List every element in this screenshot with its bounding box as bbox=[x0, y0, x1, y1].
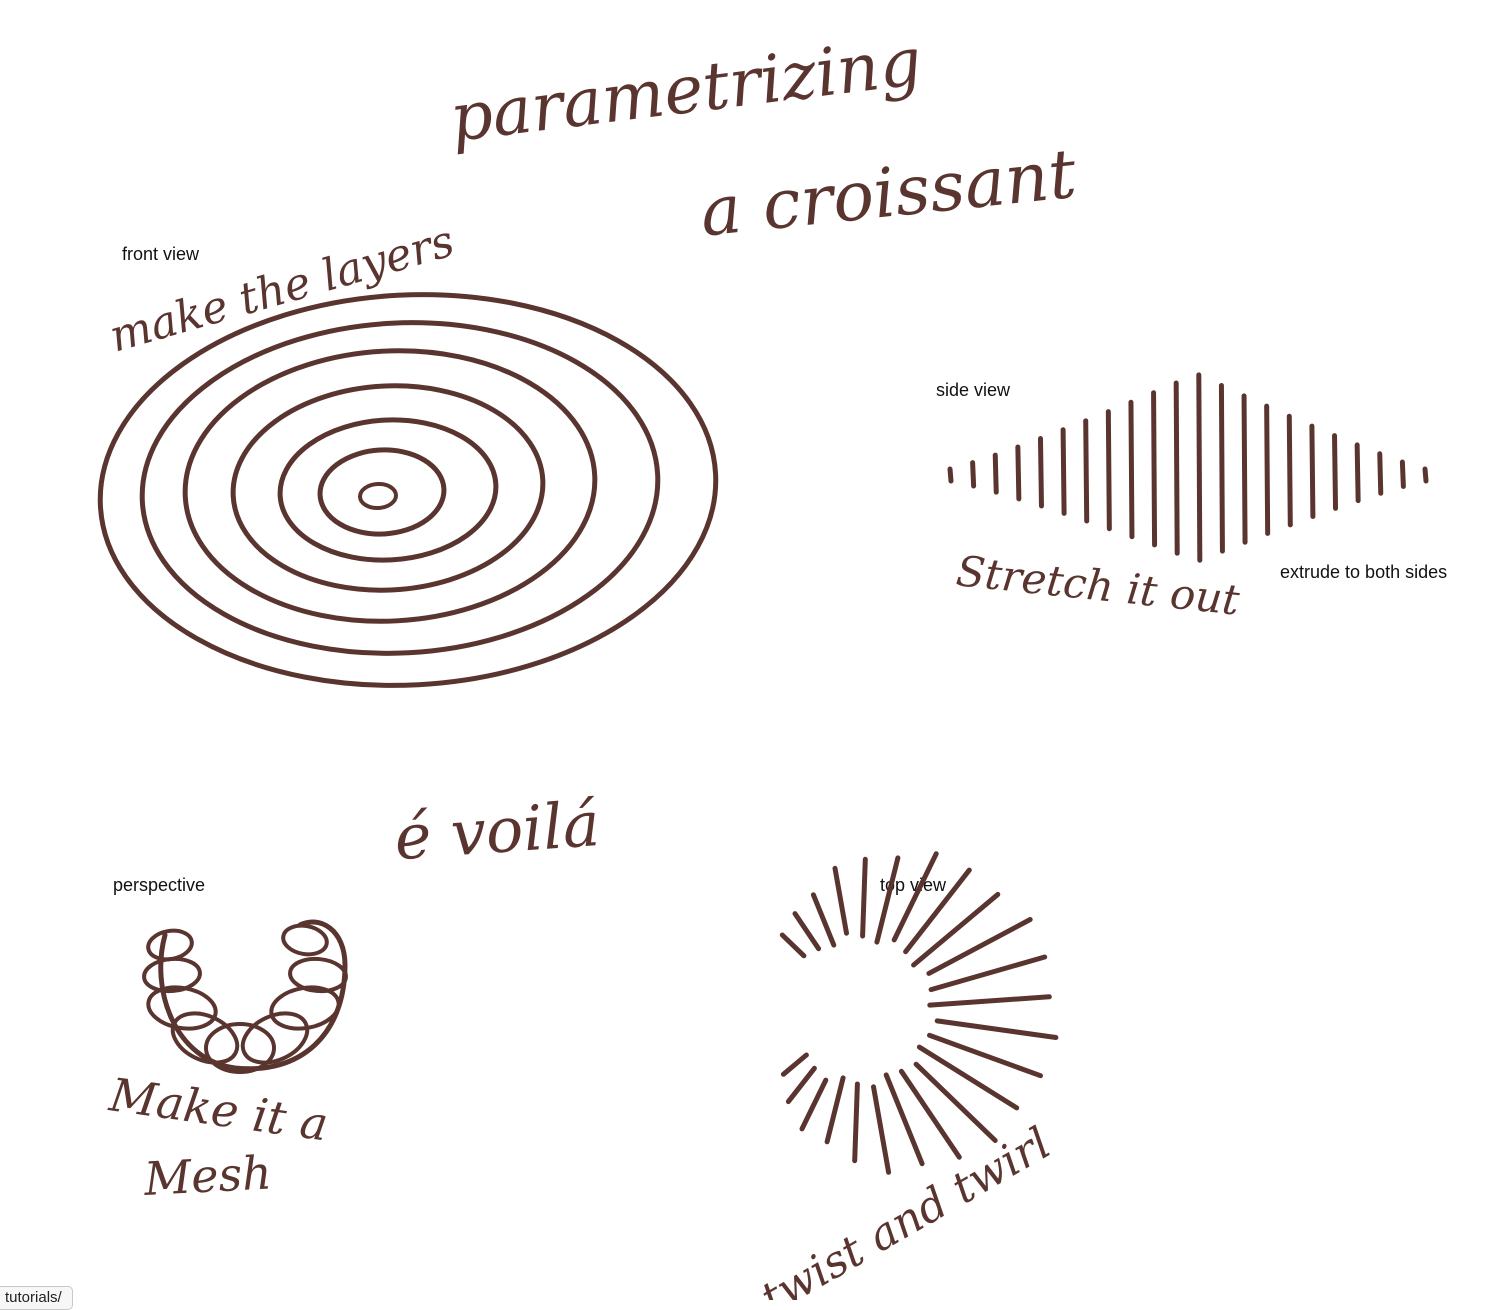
radial-strip bbox=[891, 851, 939, 943]
perspective-label: perspective bbox=[113, 875, 205, 895]
radial-strip bbox=[928, 954, 1048, 993]
radial-strip bbox=[911, 891, 1001, 968]
radial-strip bbox=[832, 865, 849, 936]
side-strip bbox=[1241, 393, 1248, 545]
side-strip bbox=[970, 460, 977, 489]
side-strip bbox=[1286, 413, 1293, 528]
layer-ring bbox=[97, 292, 719, 688]
radial-strip bbox=[871, 1084, 892, 1175]
radial-strip bbox=[810, 892, 837, 948]
layer-ring bbox=[230, 383, 546, 593]
layer-ring bbox=[358, 481, 398, 511]
croissant-band bbox=[146, 985, 218, 1031]
front-view-label: front view bbox=[122, 244, 200, 264]
croissant-band bbox=[142, 956, 202, 994]
radial-strip bbox=[916, 1044, 1020, 1111]
side-strip bbox=[992, 452, 999, 495]
croissant-mesh-drawing bbox=[142, 919, 348, 1074]
voila-heading: é voilá bbox=[392, 787, 602, 874]
side-strip bbox=[1015, 444, 1022, 502]
radial-strip bbox=[874, 855, 901, 945]
side-strip bbox=[1399, 459, 1406, 489]
side-strip bbox=[1309, 423, 1316, 519]
perspective-caption-line-2: Mesh bbox=[142, 1145, 273, 1206]
title-line-1: parametrizing bbox=[446, 23, 926, 157]
side-strip bbox=[1422, 466, 1429, 484]
radial-strip bbox=[898, 1068, 962, 1160]
side-view-strips bbox=[947, 372, 1429, 563]
side-strip bbox=[1218, 382, 1225, 554]
front-view-caption: make the layers bbox=[104, 216, 460, 363]
side-view-label: side view bbox=[936, 380, 1011, 400]
radial-strip bbox=[926, 917, 1033, 976]
top-view-caption: twist and twirl bbox=[752, 1118, 1059, 1300]
radial-strip bbox=[824, 1075, 846, 1145]
tutorials-tab[interactable]: tutorials/ bbox=[0, 1286, 73, 1310]
radial-strip bbox=[799, 1077, 829, 1132]
croissant-band bbox=[288, 956, 348, 994]
side-strip bbox=[1151, 390, 1158, 548]
side-strip bbox=[1196, 372, 1203, 563]
top-view-label: top view bbox=[880, 875, 947, 895]
radial-strip bbox=[903, 867, 972, 955]
layer-ring bbox=[277, 417, 499, 563]
side-strip bbox=[1173, 380, 1180, 556]
radial-strip bbox=[792, 911, 822, 952]
radial-strip bbox=[779, 932, 807, 959]
side-view-note: extrude to both sides bbox=[1280, 562, 1447, 582]
side-strip bbox=[1264, 403, 1271, 536]
croissant-band bbox=[170, 1011, 240, 1065]
radial-strip bbox=[852, 1081, 860, 1164]
side-strip bbox=[1083, 418, 1090, 524]
croissant-band bbox=[240, 1011, 310, 1065]
radial-strip bbox=[860, 856, 868, 939]
radial-strip bbox=[785, 1065, 817, 1105]
radial-strip bbox=[883, 1072, 925, 1167]
radial-strip bbox=[927, 994, 1052, 1008]
croissant-band bbox=[281, 923, 329, 957]
side-strip bbox=[1128, 399, 1135, 540]
radial-strip bbox=[934, 1018, 1059, 1040]
side-strip bbox=[1060, 427, 1067, 516]
radial-strip bbox=[913, 1061, 998, 1143]
croissant-band bbox=[204, 1022, 276, 1074]
side-strip bbox=[1332, 433, 1339, 511]
layer-ring bbox=[139, 320, 661, 656]
side-strip bbox=[1377, 451, 1384, 496]
radial-strip bbox=[927, 1032, 1043, 1079]
side-strip bbox=[1037, 436, 1044, 509]
croissant-outline bbox=[158, 919, 348, 1072]
title-line-2: a croissant bbox=[697, 135, 1081, 253]
perspective-caption-line-1: Make it a bbox=[105, 1067, 331, 1151]
layer-ring bbox=[317, 447, 447, 537]
side-strip bbox=[947, 466, 954, 484]
layer-ring bbox=[182, 348, 598, 624]
top-view-radial-strips bbox=[779, 851, 1059, 1175]
side-strip bbox=[1354, 442, 1361, 504]
radial-strip bbox=[780, 1052, 809, 1077]
side-strip bbox=[1105, 409, 1112, 532]
croissant-layers-spiral bbox=[97, 292, 719, 688]
